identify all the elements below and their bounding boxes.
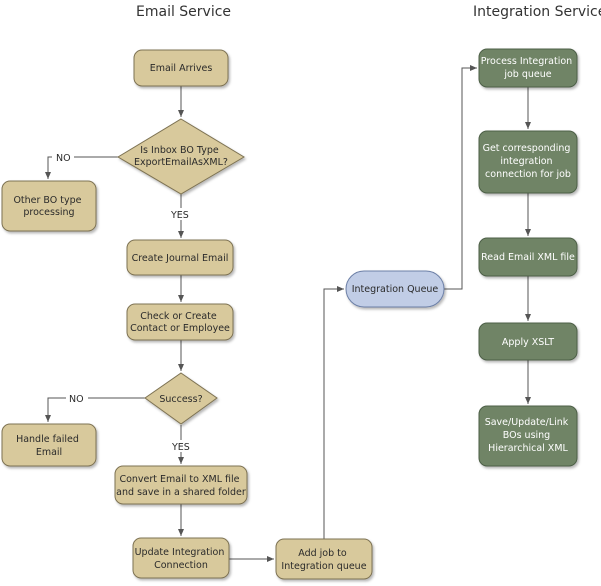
- node-get-integration-connection-label: Get corresponding integration connection…: [483, 143, 574, 180]
- node-add-job-to-queue-label: Add job to Integration queue: [281, 548, 366, 572]
- email-service-title: Email Service: [136, 4, 232, 20]
- node-apply-xslt-label: Apply XSLT: [502, 337, 554, 348]
- node-update-integration-connection-label: Update Integration Connection: [135, 547, 228, 571]
- node-apply-xslt[interactable]: Apply XSLT: [478, 322, 578, 361]
- node-update-integration-connection[interactable]: Update Integration Connection: [132, 537, 230, 579]
- edge-label-no-2: NO: [69, 394, 84, 405]
- node-create-journal-email-label: Create Journal Email: [132, 253, 229, 264]
- node-integration-queue[interactable]: Integration Queue: [345, 270, 445, 308]
- integration-service-title: Integration Service: [473, 4, 601, 20]
- node-process-job-queue-label: Process Integration job queue: [481, 56, 575, 80]
- node-is-inbox-bo-type-label: Is Inbox BO Type ExportEmailAsXML?: [134, 145, 228, 168]
- node-get-integration-connection[interactable]: Get corresponding integration connection…: [478, 130, 578, 194]
- node-check-or-create-contact-label: Check or Create Contact or Employee: [130, 311, 230, 334]
- node-other-bo-type-label: Other BO type processing: [13, 195, 84, 218]
- node-handle-failed-email[interactable]: Handle failed Email: [1, 423, 97, 467]
- edge-label-no-1: NO: [56, 153, 71, 164]
- node-email-arrives-label: Email Arrives: [150, 63, 213, 74]
- node-integration-queue-label: Integration Queue: [352, 284, 439, 295]
- node-other-bo-type[interactable]: Other BO type processing: [1, 180, 97, 232]
- node-create-journal-email[interactable]: Create Journal Email: [126, 239, 234, 276]
- node-read-email-xml-label: Read Email XML file: [481, 252, 575, 263]
- node-success-decision[interactable]: Success?: [144, 372, 218, 425]
- edge-label-yes-2: YES: [171, 442, 190, 453]
- edge-label-yes-1: YES: [170, 210, 189, 221]
- node-save-update-link[interactable]: Save/Update/Link BOs using Hierarchical …: [478, 405, 578, 467]
- edge-success-no-to-failed: [45, 397, 146, 422]
- node-is-inbox-bo-type-decision[interactable]: Is Inbox BO Type ExportEmailAsXML?: [117, 118, 245, 195]
- node-handle-failed-email-label: Handle failed Email: [16, 434, 82, 458]
- node-convert-email-to-xml-label: Convert Email to XML file and save in a …: [116, 474, 246, 498]
- node-save-update-link-label: Save/Update/Link BOs using Hierarchical …: [485, 417, 572, 454]
- node-success-label: Success?: [159, 394, 202, 405]
- edge-queue-to-process: [444, 65, 477, 290]
- edge-addjob-to-queue: [323, 286, 344, 539]
- node-convert-email-to-xml[interactable]: Convert Email to XML file and save in a …: [114, 465, 248, 505]
- node-add-job-to-queue[interactable]: Add job to Integration queue: [275, 538, 373, 580]
- node-read-email-xml[interactable]: Read Email XML file: [478, 237, 578, 277]
- node-check-or-create-contact[interactable]: Check or Create Contact or Employee: [126, 303, 234, 341]
- node-email-arrives[interactable]: Email Arrives: [133, 49, 229, 87]
- node-process-job-queue[interactable]: Process Integration job queue: [478, 48, 578, 88]
- edge-decision-no-to-other: [45, 156, 118, 179]
